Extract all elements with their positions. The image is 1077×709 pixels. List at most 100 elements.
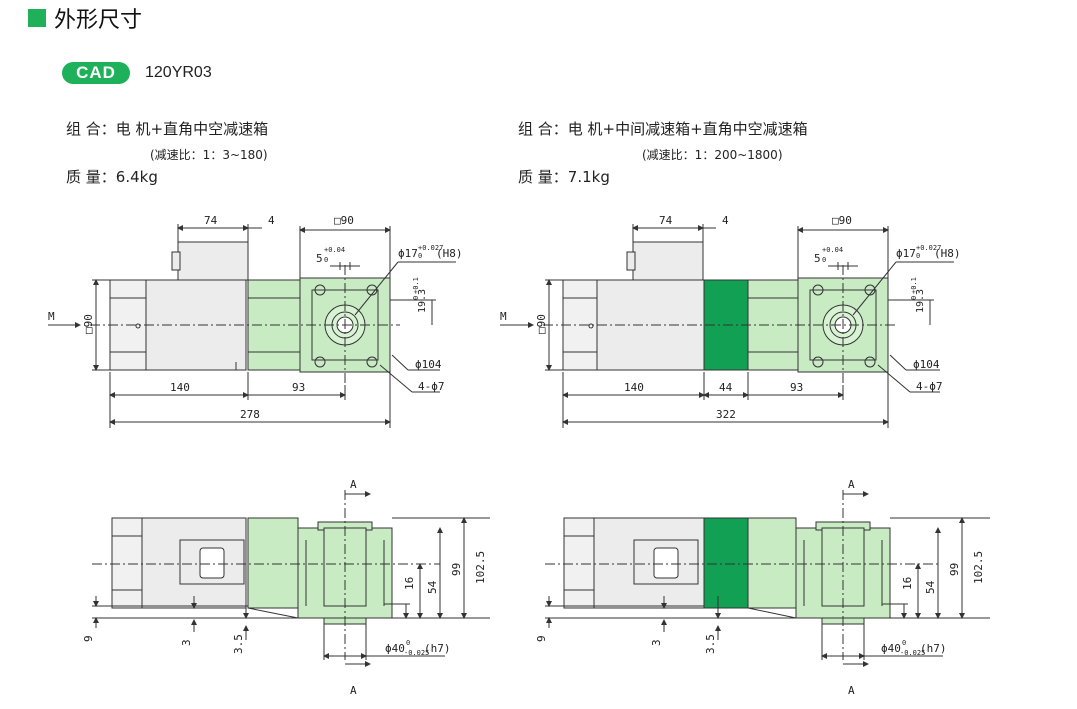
- cad-model-number: 120YR03: [145, 64, 212, 81]
- section-marker-icon: [28, 9, 46, 27]
- dim-bore-tol-top: +0.027: [418, 244, 443, 252]
- cad-badge[interactable]: CAD: [62, 62, 130, 84]
- dim-bore-fit: (H8): [934, 247, 961, 260]
- combo-line-1: 组 合：电 机+直角中空减速箱: [66, 118, 268, 139]
- dim-bore-tol-top: +0.027: [916, 244, 941, 252]
- weight-label: 质 量：: [518, 168, 568, 186]
- dim-5-tol: +0.04: [324, 246, 345, 254]
- dim-shaft: ϕ40: [385, 642, 405, 655]
- dim-16: 16: [901, 577, 914, 590]
- dim-5-tol2: 0: [324, 256, 328, 264]
- section-title: 外形尺寸: [54, 8, 143, 33]
- terminal-box: [632, 241, 704, 281]
- dim-104: ϕ104: [913, 358, 940, 371]
- combo-label: 组 合：: [518, 120, 568, 138]
- weight-line-1: 质 量：6.4kg: [66, 166, 158, 187]
- top-view-1-labels: 74 4 □90 5 +0.04 0 ϕ17 +0.027 0 (H8) 19.…: [48, 214, 463, 421]
- gearbox-neck: [747, 517, 797, 609]
- weight-label: 质 量：: [66, 168, 116, 186]
- dim-sq90: □90: [832, 214, 852, 227]
- dim-19-tol: +0.1: [910, 277, 918, 294]
- dim-54: 54: [426, 580, 439, 594]
- top-view-2: [500, 224, 954, 428]
- dim-19: 19.3: [417, 289, 428, 313]
- dim-54: 54: [924, 580, 937, 594]
- dim-bore-tol-bot: 0: [418, 252, 422, 260]
- dim-5-tol2: 0: [822, 256, 826, 264]
- ratio-note-1: (减速比：1：3~180): [150, 148, 268, 162]
- dim-16: 16: [403, 577, 416, 590]
- weight-line-2: 质 量：7.1kg: [518, 166, 610, 187]
- dim-shaft-tol-bot: -0.025: [404, 649, 429, 657]
- dim-9: 9: [82, 635, 95, 642]
- dim-102-5: 102.5: [474, 551, 487, 584]
- dim-3: 3: [650, 639, 663, 646]
- dim-left-sq90: □90: [535, 314, 548, 334]
- dim-bore-tol-bot: 0: [916, 252, 920, 260]
- dim-holes: 4-ϕ7: [418, 380, 445, 393]
- dim-3-5: 3.5: [704, 634, 717, 654]
- section-a-bottom: A: [350, 684, 357, 697]
- label-m: M: [500, 310, 507, 323]
- side-view-2-labels: A A 16 54 99 102.5 9 3 3.5 ϕ40 0 -0.025 …: [535, 478, 985, 697]
- dim-shaft-tol-top: 0: [902, 639, 906, 647]
- weight-value: 7.1kg: [567, 168, 610, 186]
- dim-74: 74: [204, 214, 218, 227]
- top-view-1: [48, 224, 456, 428]
- dim-shaft-tol-bot: -0.025: [900, 649, 925, 657]
- section-a-bottom: A: [848, 684, 855, 697]
- section-a-top: A: [350, 478, 357, 491]
- dim-shaft-fit: (h7): [920, 642, 947, 655]
- dim-bore: ϕ17: [896, 247, 916, 260]
- dim-99: 99: [450, 563, 463, 576]
- dim-19-tol2: 0: [910, 296, 918, 300]
- dim-104: ϕ104: [415, 358, 442, 371]
- dim-bore: ϕ17: [398, 247, 418, 260]
- side-view-1: [92, 490, 490, 667]
- gearbox-neck: [247, 517, 299, 609]
- dim-99: 99: [948, 563, 961, 576]
- dim-93: 93: [292, 381, 305, 394]
- top-view-2-labels: 74 4 □90 5 +0.04 0 ϕ17 +0.027 0 (H8) 19.…: [500, 214, 961, 421]
- dim-9: 9: [535, 635, 548, 642]
- dim-3: 3: [180, 639, 193, 646]
- dim-total: 322: [716, 408, 736, 421]
- dim-102-5: 102.5: [972, 551, 985, 584]
- weight-value: 6.4kg: [115, 168, 158, 186]
- dim-bore-fit: (H8): [436, 247, 463, 260]
- side-view-1-labels: A A 16 54 99 102.5 9 3 3.5 ϕ40 0 -0.025 …: [82, 478, 487, 697]
- dim-5: 5: [316, 252, 323, 265]
- combo-value: 电 机+直角中空减速箱: [115, 120, 269, 138]
- dim-left-sq90: □90: [82, 314, 95, 334]
- side-view-2: [545, 490, 990, 667]
- dim-sq90: □90: [334, 214, 354, 227]
- dim-140: 140: [624, 381, 644, 394]
- dim-shaft: ϕ40: [881, 642, 901, 655]
- ratio-note-2: (减速比：1：200~1800): [642, 148, 783, 162]
- dim-4: 4: [722, 214, 729, 227]
- dim-4: 4: [268, 214, 275, 227]
- section-header: 外形尺寸: [28, 2, 142, 34]
- combo-label: 组 合：: [66, 120, 116, 138]
- dim-19-tol2: 0: [412, 296, 420, 300]
- dim-44: 44: [719, 381, 733, 394]
- dim-total: 278: [240, 408, 260, 421]
- label-m: M: [48, 310, 55, 323]
- dim-3-5: 3.5: [232, 634, 245, 654]
- dim-5-tol: +0.04: [822, 246, 843, 254]
- terminal-box: [177, 241, 249, 281]
- dim-5: 5: [814, 252, 821, 265]
- dim-holes: 4-ϕ7: [916, 380, 943, 393]
- dim-74: 74: [659, 214, 673, 227]
- intermediate-gearbox: [703, 517, 749, 609]
- combo-line-2: 组 合：电 机+中间减速箱+直角中空减速箱: [518, 118, 808, 139]
- combo-value: 电 机+中间减速箱+直角中空减速箱: [567, 120, 808, 138]
- dim-19-tol: +0.1: [412, 277, 420, 294]
- dim-140: 140: [170, 381, 190, 394]
- dim-93: 93: [790, 381, 803, 394]
- dim-shaft-fit: (h7): [424, 642, 451, 655]
- section-a-top: A: [848, 478, 855, 491]
- dim-shaft-tol-top: 0: [406, 639, 410, 647]
- dim-19: 19.3: [915, 289, 926, 313]
